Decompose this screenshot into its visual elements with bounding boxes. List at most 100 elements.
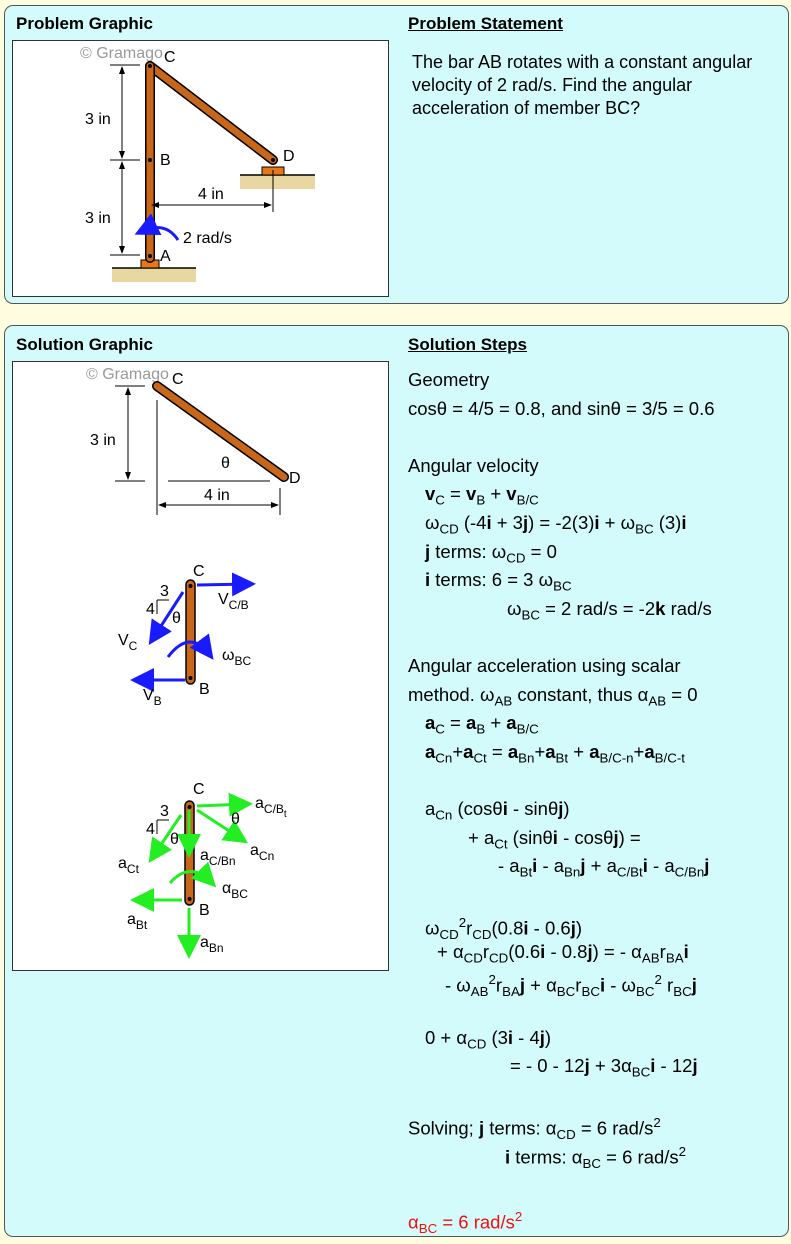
step-segment: a bbox=[507, 740, 519, 762]
step-segment: j bbox=[584, 1055, 590, 1077]
problem-graphic-heading: Problem Graphic bbox=[16, 14, 153, 33]
step-segment: B bbox=[476, 493, 486, 509]
step-line: ωCD (-4i + 3j) = -2(3)i + ωBC (3)i bbox=[408, 509, 788, 538]
step-segment: BA bbox=[665, 950, 684, 966]
step-segment: BC bbox=[521, 607, 540, 623]
step-segment: ) = - α bbox=[592, 940, 642, 962]
step-segment: CD bbox=[463, 950, 483, 966]
step-segment: Bt bbox=[519, 864, 533, 880]
step-segment: CD bbox=[439, 927, 459, 943]
step-segment: BC bbox=[582, 1156, 602, 1171]
velocity-diagram: 3 4 θ C B VC/B VC VB ωBC bbox=[118, 563, 256, 708]
step-segment: B bbox=[476, 721, 486, 737]
step-line: j terms: ωCD = 0 bbox=[408, 538, 788, 567]
solution-geometry-figure: © Gramago 3 in 4 in θ C D bbox=[86, 366, 301, 515]
step-segment: j bbox=[519, 974, 525, 996]
dim-horizontal: 4 in bbox=[198, 186, 224, 203]
step-segment: C/Bt bbox=[616, 864, 643, 880]
step-line: method. ωAB constant, thus αAB = 0 bbox=[408, 681, 788, 710]
step-segment: a bbox=[425, 797, 436, 819]
vcb-arrow-icon bbox=[196, 572, 256, 597]
step-segment: α bbox=[408, 1211, 419, 1233]
step-segment: (cosθ bbox=[452, 797, 503, 819]
step-segment: ω bbox=[425, 917, 440, 939]
step-segment: (3 bbox=[486, 1026, 508, 1048]
problem-figure: © Gramago 3 in 3 in 4 in C B D A 2 rad/s bbox=[80, 45, 315, 282]
step-segment: r bbox=[495, 974, 503, 996]
omega-bc-label: ωBC bbox=[222, 647, 252, 668]
acbn-label: aC/Bn bbox=[200, 847, 236, 868]
step-segment: - 4 bbox=[513, 1026, 540, 1048]
step-segment: 2 bbox=[488, 972, 496, 988]
step-segment: BC bbox=[673, 984, 692, 1000]
step-line: + αCDrCD(0.6i - 0.8j) = - αABrBAi bbox=[408, 938, 788, 967]
step-segment: r bbox=[659, 940, 666, 962]
step-line bbox=[408, 881, 788, 910]
step-segment: - ω bbox=[605, 974, 636, 996]
step-line bbox=[408, 623, 788, 652]
alpha-bc-label: αBC bbox=[222, 880, 248, 901]
dim-bottom: 3 in bbox=[85, 210, 111, 227]
step-line: cosθ = 4/5 = 0.8, and sinθ = 3/5 = 0.6 bbox=[408, 395, 788, 424]
step-segment: Angular velocity bbox=[408, 454, 539, 476]
step-segment: = bbox=[486, 740, 508, 762]
step-segment: i bbox=[642, 855, 648, 877]
step-segment: = 6 rad/s bbox=[437, 1211, 515, 1233]
bar-bc bbox=[185, 579, 196, 685]
problem-statement-heading: Problem Statement bbox=[408, 14, 563, 33]
step-segment: Bn bbox=[564, 864, 581, 880]
step-segment: + 3α bbox=[589, 1055, 632, 1077]
step-segment: = 6 rad/s bbox=[575, 1117, 654, 1139]
step-segment: terms: 6 = 3 ω bbox=[430, 569, 554, 591]
step-segment: + bbox=[485, 712, 507, 734]
step-segment: B/C bbox=[516, 721, 539, 737]
step-segment: Cn bbox=[435, 750, 453, 766]
step-segment: - 0.8 bbox=[545, 940, 588, 962]
step-segment: Angular acceleration using scalar bbox=[408, 654, 681, 676]
step-segment: - a bbox=[498, 855, 520, 877]
step-segment: 0 + α bbox=[425, 1026, 468, 1048]
label-b: B bbox=[199, 902, 210, 919]
step-line: i terms: 6 = 3 ωBC bbox=[408, 566, 788, 595]
slope-3: 3 bbox=[160, 803, 169, 820]
step-segment: ) bbox=[563, 797, 570, 819]
theta-label: θ bbox=[170, 831, 179, 848]
step-segment: i bbox=[507, 1026, 514, 1048]
step-segment: Bt bbox=[555, 750, 569, 766]
label-a: A bbox=[160, 248, 171, 265]
step-segment: cosθ = 4/5 = 0.8, and sinθ = 3/5 = 0.6 bbox=[408, 397, 715, 419]
step-segment: j bbox=[570, 917, 576, 939]
step-segment: (0.6 bbox=[508, 940, 541, 962]
step-segment: - ω bbox=[445, 974, 471, 996]
step-line: aCn+aCt = aBn+aBt + aB/C-n+aB/C-t bbox=[408, 738, 788, 767]
step-segment: i bbox=[683, 940, 689, 962]
step-line: + aCt (sinθi - cosθj) = bbox=[408, 824, 788, 853]
step-line bbox=[408, 1081, 788, 1110]
step-segment: Geometry bbox=[408, 369, 490, 390]
step-line: - ωAB2rBAj + αBCrBCi - ωBC2 rBCj bbox=[408, 966, 788, 999]
step-segment: i bbox=[425, 569, 431, 591]
step-segment: i bbox=[532, 855, 538, 877]
step-line: ωBC = 2 rad/s = -2k rad/s bbox=[408, 595, 788, 624]
step-segment: AB bbox=[648, 693, 667, 709]
step-line: 0 + αCD (3i - 4j) bbox=[408, 1024, 788, 1053]
omega-bc-arrow-icon bbox=[166, 633, 214, 660]
step-line: = - 0 - 12j + 3αBCi - 12j bbox=[408, 1052, 788, 1081]
step-segment: - 0.6 bbox=[528, 917, 571, 939]
step-segment: i bbox=[505, 1146, 511, 1168]
act-arrow-icon bbox=[148, 814, 183, 863]
step-segment: + a bbox=[468, 826, 495, 848]
step-segment: Ct bbox=[494, 836, 508, 852]
dim-horizontal: 4 in bbox=[204, 487, 230, 504]
step-line: Angular velocity bbox=[408, 452, 788, 481]
step-line: Angular acceleration using scalar bbox=[408, 652, 788, 681]
step-segment: ) = bbox=[618, 826, 641, 848]
label-c: C bbox=[193, 781, 205, 798]
step-segment: CD bbox=[489, 950, 509, 966]
step-segment: v bbox=[466, 483, 477, 505]
step-segment: = 2 rad/s = -2 bbox=[539, 597, 656, 619]
step-segment: - sinθ bbox=[507, 797, 559, 819]
step-segment: a bbox=[506, 712, 517, 734]
step-segment: + α bbox=[437, 940, 464, 962]
step-line: i terms: αBC = 6 rad/s2 bbox=[408, 1138, 788, 1171]
